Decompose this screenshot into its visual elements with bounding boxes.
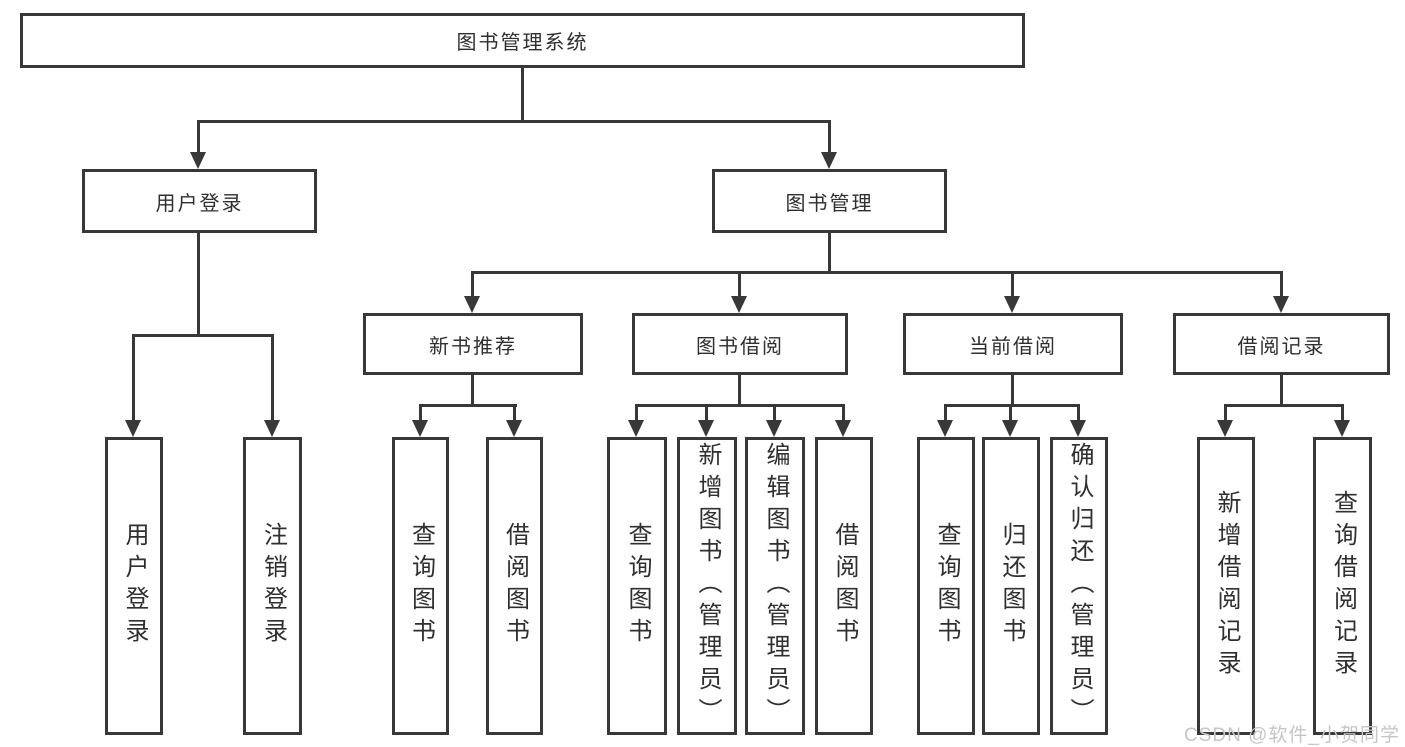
connector-book-rail xyxy=(471,271,1283,274)
arrowhead-borrow-books-1 xyxy=(506,420,522,437)
arrowhead-add-record xyxy=(1217,420,1233,437)
connector-currentborrow-rail xyxy=(944,404,1080,407)
arrowhead-current-borrow xyxy=(1004,296,1020,313)
connector-book-stem xyxy=(828,233,831,273)
leaf-add-book-admin: 新增图书（管理员） xyxy=(677,437,737,735)
connector-drop-leaf-logout xyxy=(271,334,274,420)
arrowhead-confirm-return xyxy=(1070,420,1086,437)
connector-root-stem xyxy=(521,68,524,122)
connector-newbook-stem xyxy=(471,375,474,406)
connector-bookborrow-stem xyxy=(738,375,741,406)
arrowhead-leaf-user-login xyxy=(125,420,141,437)
connector-currentborrow-stem xyxy=(1011,375,1014,406)
connector-drop-confirm-return xyxy=(1077,404,1080,420)
leaf-return-book: 归还图书 xyxy=(982,437,1040,735)
leaf-query-books-3: 查询图书 xyxy=(917,437,975,735)
arrowhead-return-book xyxy=(1002,420,1018,437)
leaf-query-borrow-record: 查询借阅记录 xyxy=(1313,437,1372,735)
arrowhead-query-record xyxy=(1334,420,1350,437)
connector-drop-book-management xyxy=(828,120,831,153)
arrowhead-leaf-logout xyxy=(264,420,280,437)
connector-drop-borrow-books-1 xyxy=(513,404,516,420)
connector-drop-borrow-books-2 xyxy=(842,404,845,420)
connector-drop-return-book xyxy=(1009,404,1012,420)
arrowhead-book-borrow xyxy=(731,296,747,313)
arrowhead-query-books-1 xyxy=(412,420,428,437)
connector-drop-add-book xyxy=(705,404,708,420)
leaf-user-login: 用户登录 xyxy=(105,437,163,735)
connector-drop-query-books-1 xyxy=(419,404,422,420)
arrowhead-query-books-3 xyxy=(937,420,953,437)
connector-newbook-rail xyxy=(419,404,517,407)
connector-records-rail xyxy=(1224,404,1344,407)
connector-drop-query-books-3 xyxy=(944,404,947,420)
leaf-borrow-books-2: 借阅图书 xyxy=(815,437,873,735)
arrowhead-book-management xyxy=(821,152,837,169)
connector-drop-book-borrow xyxy=(738,271,741,296)
connector-drop-leaf-user-login xyxy=(132,334,135,420)
arrowhead-query-books-2 xyxy=(628,420,644,437)
arrowhead-edit-book xyxy=(766,420,782,437)
connector-bookborrow-rail xyxy=(635,404,845,407)
watermark: CSDN @软件_小贺同学 xyxy=(1184,725,1400,746)
arrowhead-borrow-books-2 xyxy=(835,420,851,437)
connector-user-rail xyxy=(132,334,274,337)
node-new-book-recommend: 新书推荐 xyxy=(363,313,583,375)
leaf-edit-book-admin: 编辑图书（管理员） xyxy=(745,437,805,735)
connector-user-stem xyxy=(197,233,200,336)
node-borrow-records: 借阅记录 xyxy=(1173,313,1390,375)
leaf-query-books-1: 查询图书 xyxy=(392,437,449,735)
connector-drop-query-books-2 xyxy=(635,404,638,420)
connector-drop-new-book xyxy=(471,271,474,296)
node-current-borrow: 当前借阅 xyxy=(903,313,1123,375)
arrowhead-add-book xyxy=(698,420,714,437)
connector-drop-current-borrow xyxy=(1011,271,1014,296)
connector-drop-add-record xyxy=(1224,404,1227,420)
leaf-confirm-return-admin: 确认归还（管理员） xyxy=(1050,437,1108,735)
leaf-borrow-books-1: 借阅图书 xyxy=(486,437,543,735)
leaf-add-borrow-record: 新增借阅记录 xyxy=(1197,437,1255,735)
node-user-login: 用户登录 xyxy=(82,169,317,233)
node-book-management: 图书管理 xyxy=(712,169,947,233)
leaf-logout: 注销登录 xyxy=(243,437,302,735)
connector-drop-edit-book xyxy=(773,404,776,420)
node-book-borrow: 图书借阅 xyxy=(632,313,848,375)
arrowhead-borrow-records xyxy=(1273,296,1289,313)
arrowhead-user-login xyxy=(190,152,206,169)
leaf-query-books-2: 查询图书 xyxy=(607,437,667,735)
connector-drop-query-record xyxy=(1341,404,1344,420)
node-library-system: 图书管理系统 xyxy=(20,13,1025,68)
connector-records-stem xyxy=(1280,375,1283,406)
connector-drop-borrow-records xyxy=(1280,271,1283,296)
connector-drop-user-login xyxy=(197,120,200,153)
arrowhead-new-book xyxy=(464,296,480,313)
connector-root-rail xyxy=(197,120,831,123)
